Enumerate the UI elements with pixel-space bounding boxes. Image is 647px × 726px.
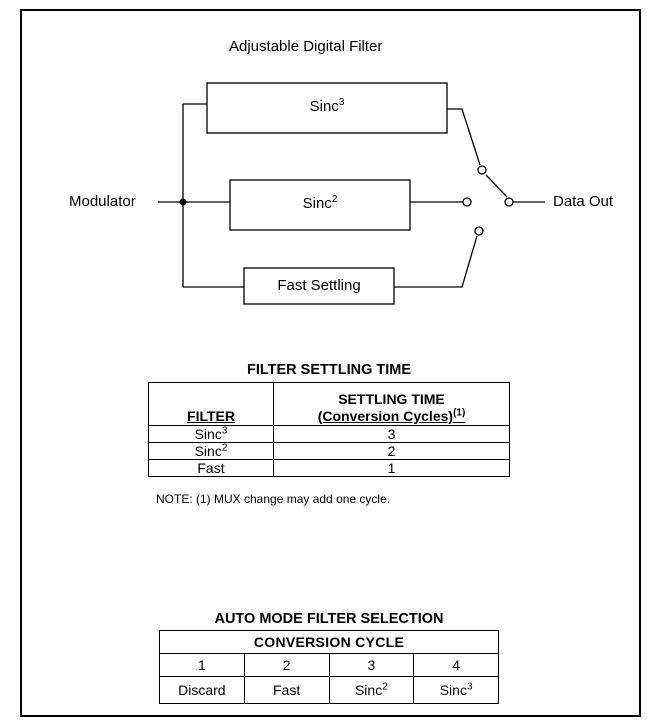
table-header-row: FILTER SETTLING TIME(Conversion Cycles)(… [148, 382, 510, 426]
table-row: Sinc2 2 [148, 442, 510, 460]
cycle-cell: 1 [159, 653, 245, 677]
header-filter: FILTER [148, 382, 274, 426]
table-row: 1 2 3 4 [159, 653, 499, 677]
input-junction-dot [179, 198, 187, 206]
sinc2-block [229, 179, 411, 231]
filter-cell: Fast [148, 459, 274, 477]
sinc3-output-line [447, 108, 481, 166]
filter-cell: Fast [243, 676, 330, 704]
header-conversion-cycle: CONVERSION CYCLE [159, 630, 499, 654]
settling-table-note: NOTE: (1) MUX change may add one cycle. [156, 492, 391, 506]
cycle-cell: 3 [328, 653, 415, 677]
diagram-title: Adjustable Digital Filter [229, 38, 383, 55]
filter-cell: Discard [159, 676, 245, 704]
filter-cell: Sinc3 [148, 425, 274, 443]
settling-time-table: FILTER SETTLING TIME(Conversion Cycles)(… [148, 382, 510, 477]
filter-cell: Sinc3 [413, 676, 499, 704]
table-row: Discard Fast Sinc2 Sinc3 [159, 676, 499, 704]
settling-table-title: FILTER SETTLING TIME [246, 362, 412, 378]
switch-common-contact [504, 197, 514, 207]
switch-contact-sinc3 [477, 165, 487, 175]
cycles-cell: 2 [273, 442, 510, 460]
header-settling-time: SETTLING TIME(Conversion Cycles)(1) [273, 382, 510, 426]
cycles-cell: 1 [273, 459, 510, 477]
switch-contact-fast [474, 226, 484, 236]
modulator-label: Modulator [69, 193, 136, 210]
figure-frame [20, 9, 641, 717]
sinc2-block-label: Sinc2 [302, 194, 338, 213]
table-header-row: CONVERSION CYCLE [159, 630, 499, 654]
sinc3-block [206, 82, 448, 134]
fast-output-line [394, 235, 478, 288]
cycle-cell: 2 [243, 653, 330, 677]
fast-settling-block [243, 267, 395, 305]
cycles-cell: 3 [273, 425, 510, 443]
filter-cell: Sinc2 [328, 676, 415, 704]
switch-wiper [485, 174, 508, 198]
table-row: Sinc3 3 [148, 425, 510, 443]
cycle-cell: 4 [413, 653, 499, 677]
auto-table-title: AUTO MODE FILTER SELECTION [214, 611, 444, 627]
switch-contact-sinc2 [462, 197, 472, 207]
table-row: Fast 1 [148, 459, 510, 477]
fast-settling-block-label: Fast Settling [277, 277, 361, 294]
sinc3-block-label: Sinc3 [309, 97, 345, 116]
filter-cell: Sinc2 [148, 442, 274, 460]
data-out-label: Data Out [553, 193, 614, 210]
auto-mode-table: CONVERSION CYCLE 1 2 3 4 Discard Fast Si… [159, 630, 499, 704]
